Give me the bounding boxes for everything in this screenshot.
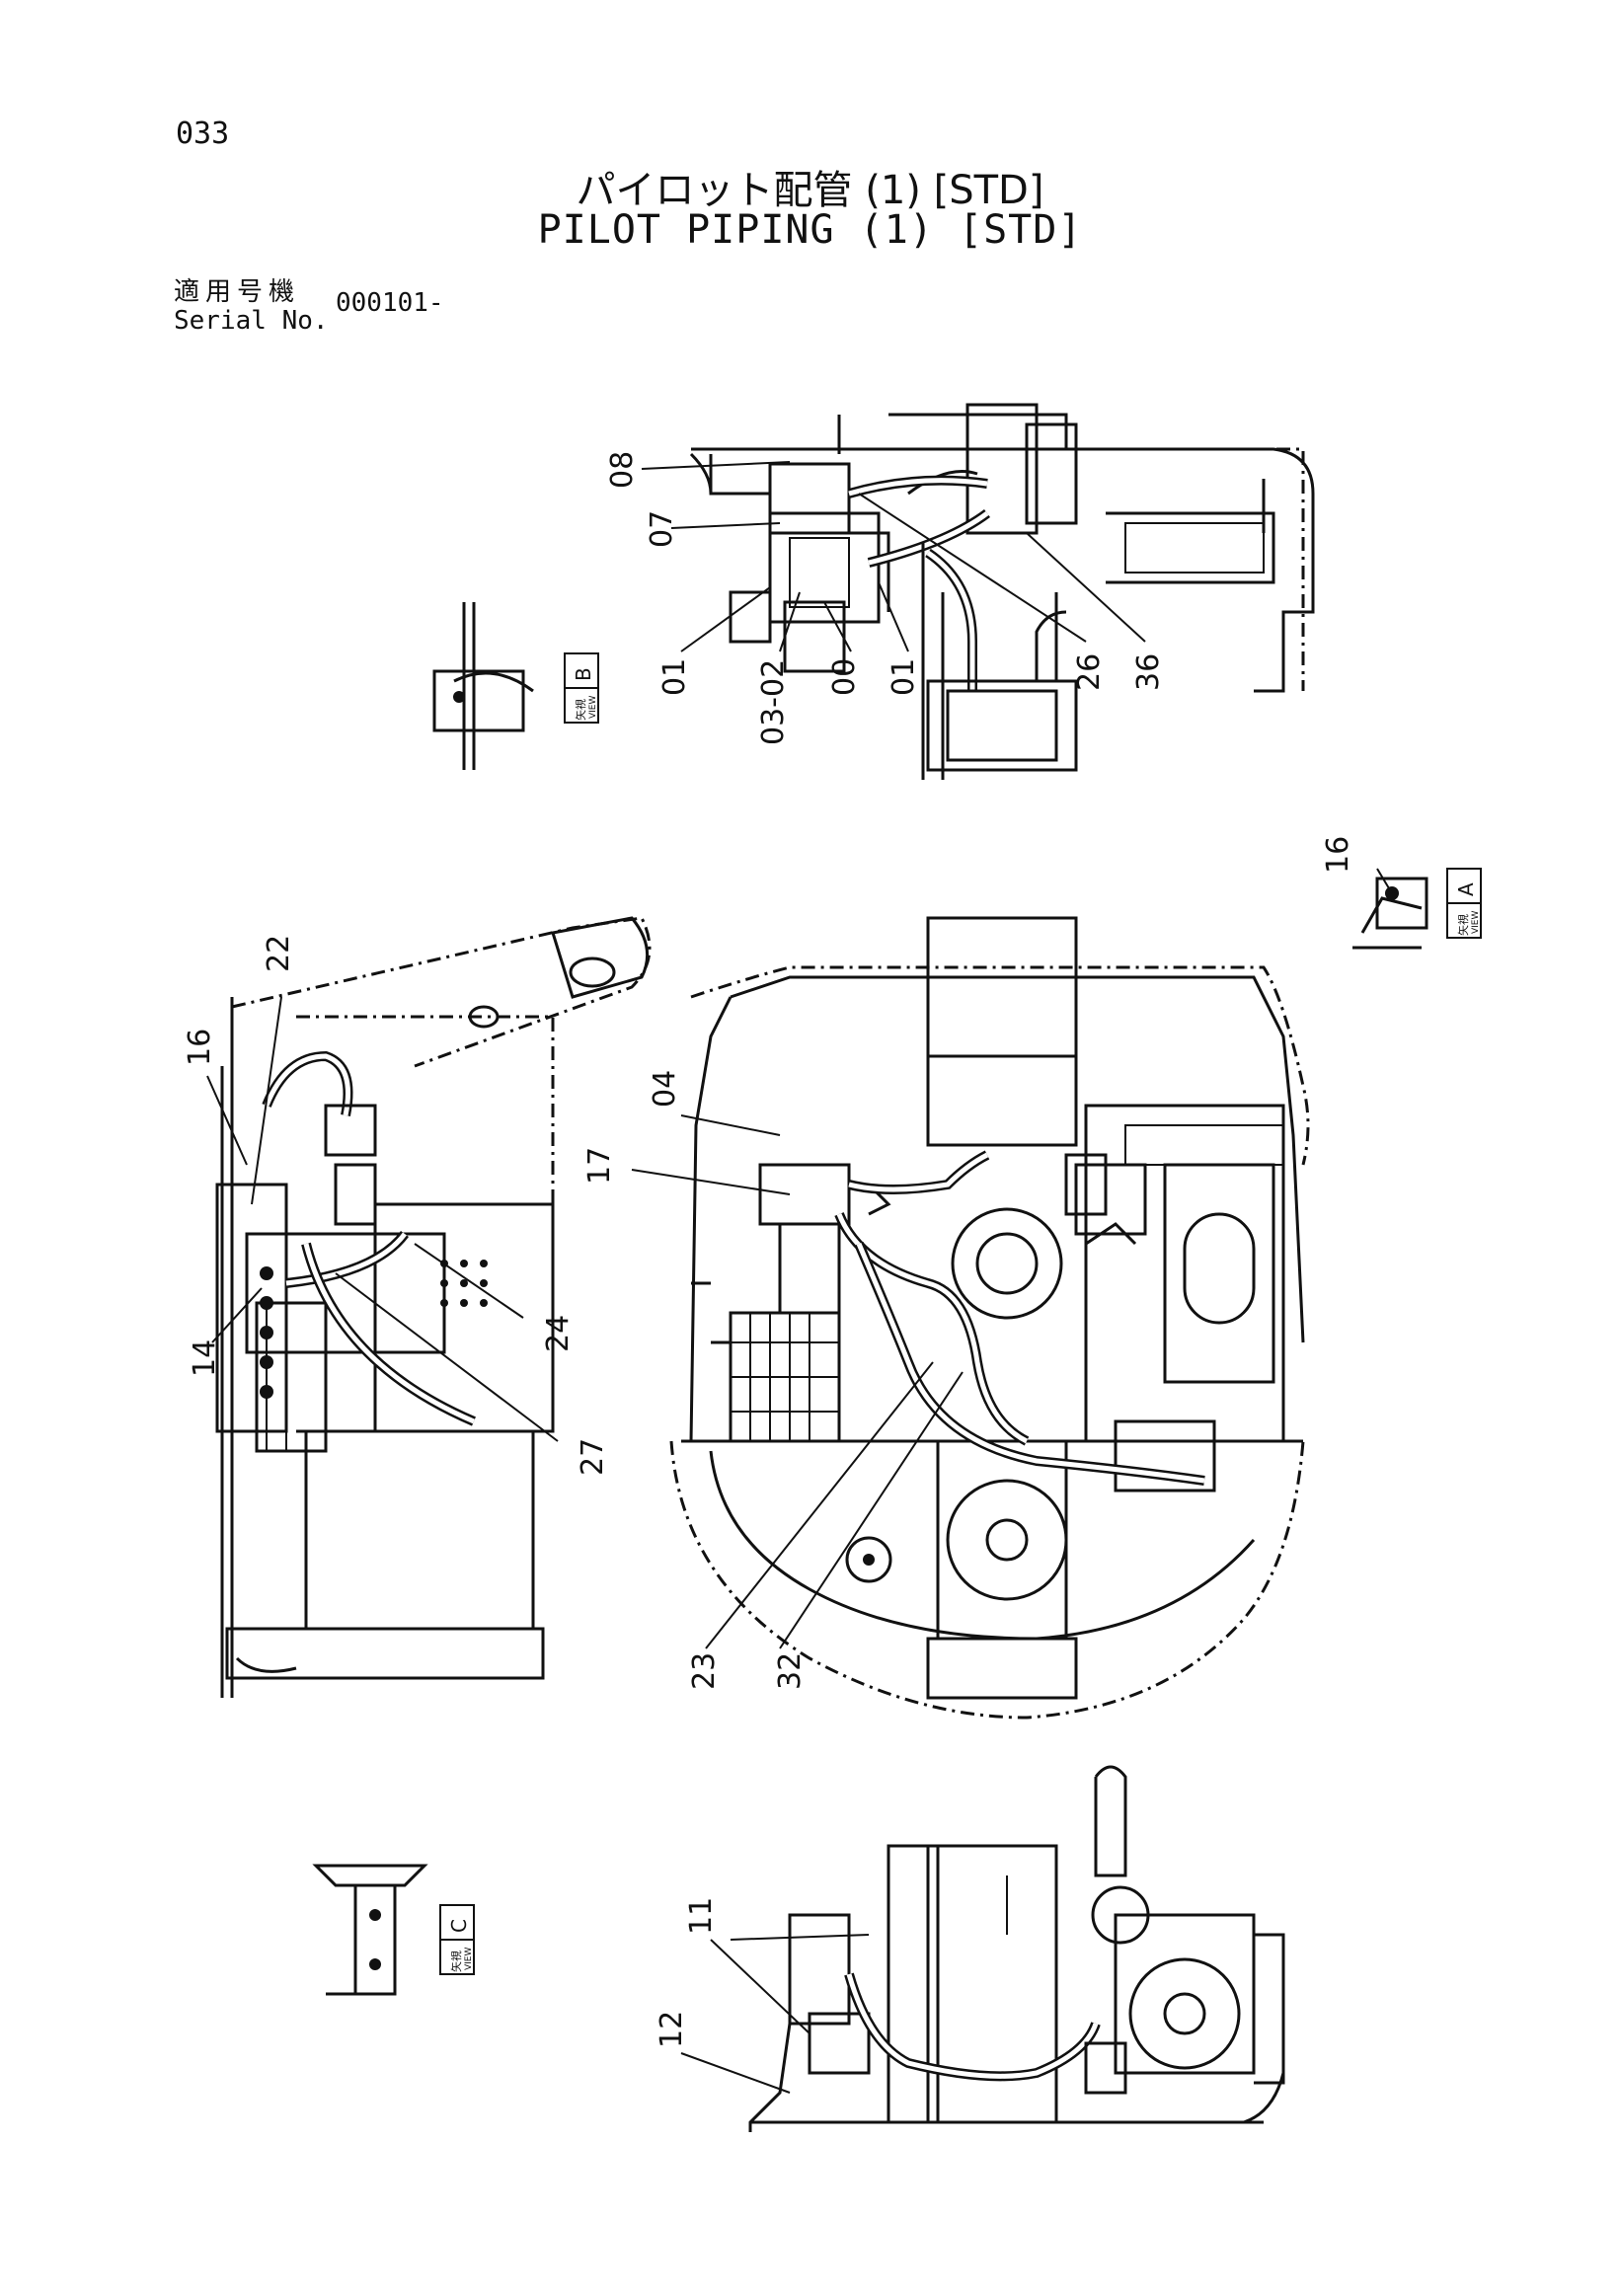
callout-26: 26 xyxy=(1072,653,1107,691)
serial-label-english: Serial No. xyxy=(174,306,329,336)
view-c-letter: C xyxy=(447,1919,471,1933)
view-c-detail xyxy=(312,1864,428,1996)
bottom-side-view xyxy=(748,1765,1285,2132)
page-number: 033 xyxy=(176,116,230,151)
view-a-marker: 矢視 VIEW A xyxy=(1446,868,1482,939)
callout-labels: 08 07 01 03-02 00 01 26 36 16 22 16 04 1… xyxy=(183,451,1355,2048)
control-valve-bank xyxy=(729,1311,841,1443)
callout-03-02: 03-02 xyxy=(756,659,791,745)
top-view-assembly xyxy=(689,403,1315,780)
callout-22: 22 xyxy=(262,935,296,972)
callout-12: 12 xyxy=(655,2011,689,2048)
callout-16-view-a: 16 xyxy=(1321,836,1355,874)
callout-24: 24 xyxy=(541,1315,576,1352)
view-a-letter: A xyxy=(1454,882,1478,896)
callout-32: 32 xyxy=(773,1652,808,1690)
view-c-marker: 矢視 VIEW C xyxy=(439,1904,475,1975)
callout-07: 07 xyxy=(645,510,679,548)
callout-11: 11 xyxy=(684,1897,719,1935)
serial-label-japanese: 適用号機 xyxy=(174,277,301,307)
view-b-kanji: 矢視 xyxy=(574,699,587,721)
page-title-japanese: パイロット配管 (1) [STD] xyxy=(576,168,1044,213)
main-plan-view xyxy=(669,916,1310,1720)
callout-27: 27 xyxy=(576,1438,610,1476)
view-a-kanji: 矢視 xyxy=(1456,914,1470,936)
view-a-label: VIEW xyxy=(1471,911,1481,934)
page-title-english: PILOT PIPING (1) [STD] xyxy=(537,207,1083,253)
view-b-label: VIEW xyxy=(588,696,598,719)
view-a-detail xyxy=(1352,877,1428,950)
serial-number-value: 000101- xyxy=(336,288,444,318)
callout-23: 23 xyxy=(687,1652,722,1690)
callout-01-left: 01 xyxy=(657,658,692,696)
view-b-marker: 矢視 VIEW B xyxy=(564,652,599,724)
view-b-letter: B xyxy=(572,667,595,681)
left-side-view xyxy=(215,916,652,1698)
view-b-detail xyxy=(432,602,534,770)
callout-14: 14 xyxy=(188,1339,222,1377)
view-c-kanji: 矢視 xyxy=(449,1951,463,1972)
callout-01-right: 01 xyxy=(887,658,921,696)
callout-08: 08 xyxy=(605,451,640,489)
callout-00: 00 xyxy=(827,658,862,696)
callout-36: 36 xyxy=(1131,653,1166,691)
callout-16-side: 16 xyxy=(183,1029,217,1066)
callout-04: 04 xyxy=(648,1070,682,1108)
leader-lines xyxy=(206,461,1393,2094)
view-c-label: VIEW xyxy=(464,1948,474,1970)
callout-17: 17 xyxy=(582,1147,617,1185)
